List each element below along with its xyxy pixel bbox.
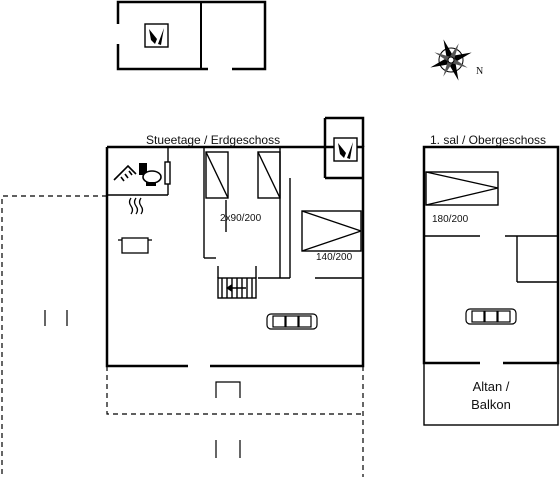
compass-rose-icon [430, 39, 472, 81]
upper-floor-title: 1. sal / Obergeschoss [430, 133, 547, 147]
ground-floor-title: Stueetage / Erdgeschoss [146, 133, 281, 147]
shower-icon [113, 164, 137, 182]
balcony-label-line1: Altan / [472, 379, 510, 394]
washing-machine-icon [144, 23, 169, 48]
annex-building [116, 0, 267, 71]
ground-floor-interior [107, 147, 363, 299]
bed-size-upper: 180/200 [432, 214, 469, 225]
balcony-label-line2: Balkon [471, 397, 511, 412]
cooking-pot-icon [118, 197, 152, 254]
stairs-arrow-icon [226, 284, 246, 292]
toilet-icon [139, 163, 162, 186]
washing-machine-icon [333, 137, 358, 162]
compass-north-label: N [476, 66, 484, 77]
sofa-icon [465, 308, 517, 325]
bed-size-bunk: 2x90/200 [220, 213, 262, 224]
terrace-outline [1, 195, 364, 477]
bed-size-double: 140/200 [316, 252, 353, 263]
balcony-label: Altan / Balkon [424, 378, 558, 414]
upper-floor-interior [424, 171, 558, 365]
sofa-icon [266, 313, 318, 330]
terrace-steps [44, 310, 241, 458]
